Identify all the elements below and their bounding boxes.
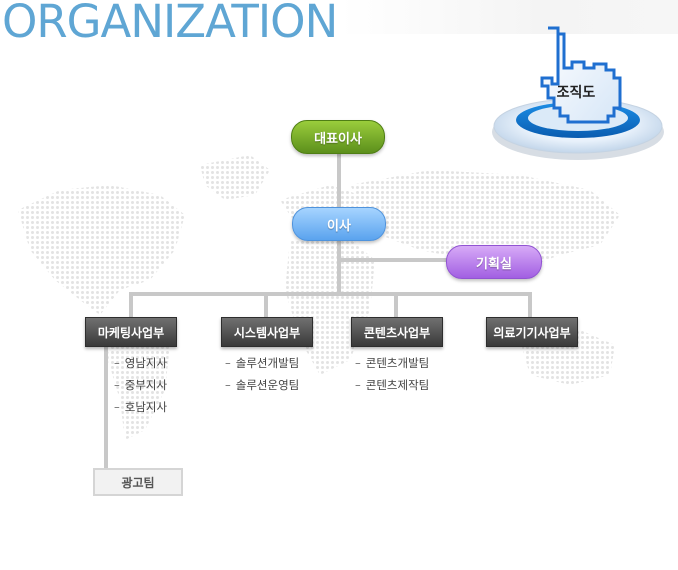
node-ceo: 대표이사	[291, 120, 385, 154]
badge-label: 조직도	[557, 84, 596, 101]
team-name: 솔루션운영팀	[235, 378, 300, 392]
connector-director-trunk	[337, 238, 341, 294]
list-item: –콘텐츠개발팀	[355, 356, 430, 370]
team-name: 콘텐츠제작팀	[365, 378, 430, 392]
list-item: –콘텐츠제작팀	[355, 378, 430, 392]
marketing-team-list: –영남지사 –중부지사 –호남지사	[114, 352, 167, 418]
team-name: 중부지사	[124, 378, 168, 392]
connector-marketing-sub	[104, 344, 108, 470]
page-title: ORGANIZATION	[2, 0, 338, 48]
team-name: 솔루션개발팀	[235, 356, 300, 370]
list-item: –솔루션개발팀	[225, 356, 300, 370]
world-map-background	[18, 155, 620, 440]
dept-contents: 콘텐츠사업부	[351, 317, 443, 347]
team-name: 호남지사	[124, 400, 168, 414]
list-item: –영남지사	[114, 356, 168, 370]
node-planning-office: 기획실	[446, 245, 542, 279]
dept-medical-device: 의료기기사업부	[486, 317, 578, 347]
team-name: 콘텐츠개발팀	[365, 356, 430, 370]
dept-marketing: 마케팅사업부	[85, 317, 177, 347]
system-team-list: –솔루션개발팀 –솔루션운영팀	[225, 352, 299, 396]
connector-dept-1	[129, 292, 133, 318]
org-chart-badge: 조직도	[492, 26, 664, 160]
connector-dept-2	[264, 292, 268, 318]
connector-dept-4	[528, 292, 532, 318]
connector-department-bar	[129, 292, 532, 296]
connector-dept-3	[394, 292, 398, 318]
list-item: –호남지사	[114, 400, 168, 414]
list-item: –솔루션운영팀	[225, 378, 300, 392]
title-bar-fade	[340, 0, 678, 34]
node-director: 이사	[292, 207, 386, 241]
connector-ceo-director	[337, 150, 341, 210]
node-ad-team: 광고팀	[93, 468, 183, 496]
dept-system: 시스템사업부	[221, 317, 313, 347]
connector-planning-branch	[341, 258, 447, 262]
pointing-hand-icon	[540, 26, 622, 124]
list-item: –중부지사	[114, 378, 168, 392]
contents-team-list: –콘텐츠개발팀 –콘텐츠제작팀	[355, 352, 429, 396]
team-name: 영남지사	[124, 356, 168, 370]
